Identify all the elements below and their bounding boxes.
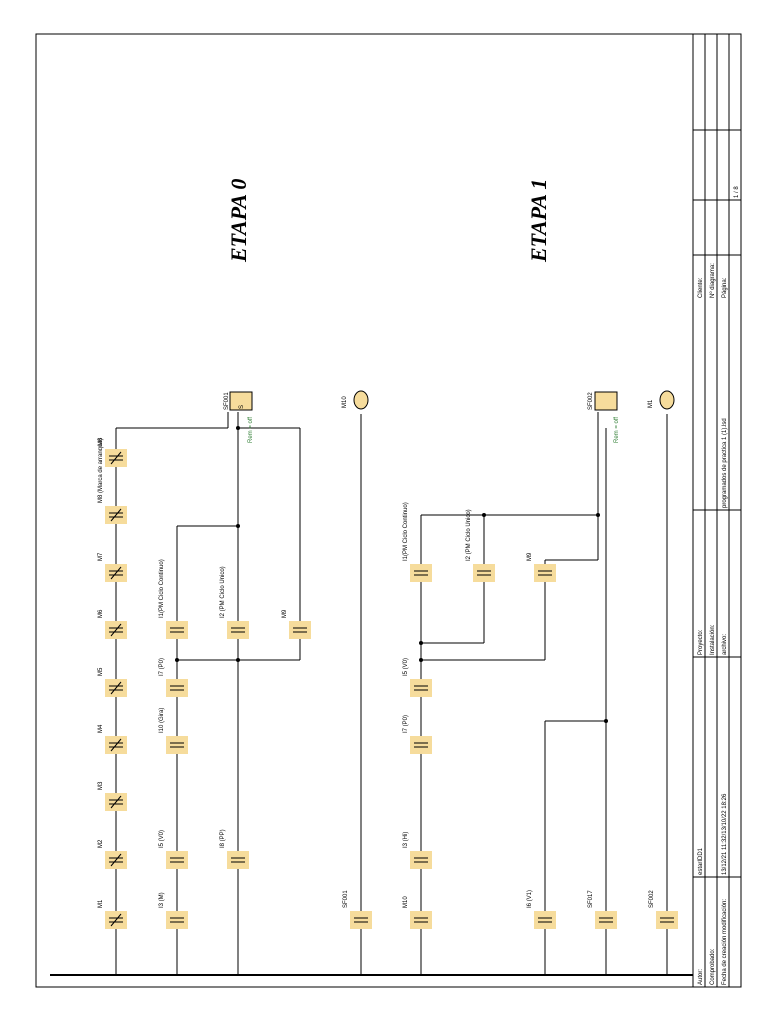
contact-rung1-par-3: M9 — [527, 552, 556, 582]
contact-rung1-main-4: I5 (V0) — [403, 658, 432, 697]
contact-marker-4-label: M4 — [98, 724, 104, 733]
coil-sf001-label: SF001 — [224, 392, 230, 410]
contact-rung1-main-1: M10 — [403, 896, 432, 929]
fecha-value: 13/12/21 11:32/13/10/22 18:26 — [722, 793, 728, 875]
contact-rung1-hold-1: I6 (V1) — [527, 890, 556, 929]
comprobado-label: Comprobado: — [710, 948, 716, 985]
contact-marker-6: M6 — [98, 609, 127, 639]
pagina-value: 1 / 8 — [734, 186, 740, 198]
contact-branch-a-5-label: I1(PM Ciclo Continuo) — [159, 559, 165, 618]
contact-branch-a-1-label: I3 (M) — [159, 892, 165, 908]
contact-marker-5: M5 — [98, 667, 127, 697]
sr-block-sf002 — [594, 391, 618, 411]
contact-rung1-main-2-label: I3 (Hi) — [403, 832, 409, 848]
contact-marker-9: M8 — [98, 437, 127, 467]
contact-marker-4: M4 — [98, 724, 127, 754]
contact-sf001-label: SF001 — [343, 890, 349, 908]
contact-branch-c-label: M9 — [282, 609, 288, 618]
contact-branch-a-3-label: I10 (Gira) — [159, 708, 165, 733]
contact-branch-a-1: I3 (M) — [159, 892, 188, 929]
contact-rung1-hold-2: SF017 — [588, 890, 617, 929]
contact-marker-3: M3 — [98, 781, 127, 811]
contact-sf002-label: SF002 — [649, 890, 655, 908]
coil-sf002-label: SF002 — [588, 392, 594, 410]
stage0-title: ETAPA 0 — [226, 179, 251, 263]
contact-branch-c: M9 — [282, 609, 311, 639]
contact-marker-3-label: M3 — [98, 781, 104, 790]
contact-branch-a-2-label: I5 (V0) — [159, 830, 165, 848]
sr-pin-label: S — [239, 405, 245, 409]
contact-branch-b-1-label: I8 (PP) — [220, 829, 226, 848]
rung-0: S SF001 Rem = off — [115, 391, 301, 975]
contact-marker-6-label: M6 — [98, 609, 104, 618]
proyecto-label: Proyecto: — [698, 629, 704, 655]
contacts-layer: M1 M2 M3 M4 M5 M6 M7 M8 (Marca de arranque)M8I3… — [98, 437, 678, 929]
contact-rung1-main-2: I3 (Hi) — [403, 832, 432, 869]
contact-rung1-par-2: I2 (PM Ciclo Unico) — [466, 509, 495, 582]
contact-branch-b-2-label: I2 (PM Ciclo Unico) — [220, 566, 226, 618]
contact-marker-2: M2 — [98, 839, 127, 869]
contact-rung1-hold-2-label: SF017 — [588, 890, 594, 908]
archivo-value: programados de practica 1 (1).lsd — [722, 418, 728, 508]
contact-branch-a-3: I10 (Gira) — [159, 708, 188, 754]
contact-sf002: SF002 — [649, 890, 678, 929]
contact-rung1-hold-1-label: I6 (V1) — [527, 890, 533, 908]
title-block: Autor: estarIDD1 Comprobado: Fecha de cr… — [692, 34, 741, 987]
coil-m10-label: M10 — [342, 396, 348, 408]
contact-branch-b-1: I8 (PP) — [220, 829, 249, 869]
coil-sf001-rem: Rem = off — [248, 417, 254, 443]
contact-marker-8-label: M8 (Marca de arranque) — [98, 438, 104, 503]
rung-m10: M10 — [342, 390, 369, 975]
pagina-label: Página: — [722, 277, 728, 298]
contact-rung1-main-3: I7 (P0) — [403, 715, 432, 754]
archivo-label: archivo: — [722, 634, 728, 655]
autor-value: estarIDD1 — [698, 847, 704, 875]
ndiagrama-label: Nº diagrama: — [709, 263, 716, 298]
contact-branch-a-4: I7 (P0) — [159, 658, 188, 697]
contact-marker-2-label: M2 — [98, 839, 104, 848]
contact-marker-7-label: M7 — [98, 552, 104, 561]
coil-m1-label: M1 — [648, 399, 654, 408]
contact-branch-a-2: I5 (V0) — [159, 830, 188, 869]
fecha-label: Fecha de creación modificación: — [722, 899, 728, 985]
contact-marker-1: M1 — [98, 899, 127, 929]
autor-label: Autor: — [698, 969, 704, 985]
contact-rung1-par-1-label: I1(PM Ciclo Continuo) — [403, 502, 409, 561]
rung-1: SF002 Rem = off — [419, 391, 620, 975]
contact-marker-9-label: M8 — [98, 437, 104, 446]
cliente-label: Cliente: — [698, 277, 704, 298]
sr-block-sf001 — [229, 391, 253, 411]
sheet-border — [35, 33, 742, 988]
contact-marker-8: M8 (Marca de arranque) — [98, 438, 127, 524]
coil-sf002-rem: Rem = off — [614, 417, 620, 443]
contact-branch-b-2: I2 (PM Ciclo Unico) — [220, 566, 249, 639]
contact-rung1-par-2-label: I2 (PM Ciclo Unico) — [466, 509, 472, 561]
contact-rung1-main-4-label: I5 (V0) — [403, 658, 409, 676]
coil-m10 — [353, 390, 369, 410]
contact-marker-7: M7 — [98, 552, 127, 582]
contact-marker-1-label: M1 — [98, 899, 104, 908]
contact-branch-a-5: I1(PM Ciclo Continuo) — [159, 559, 188, 639]
contact-rung1-main-3-label: I7 (P0) — [403, 715, 409, 733]
contact-rung1-main-1-label: M10 — [403, 896, 409, 908]
stage1-title: ETAPA 1 — [526, 179, 551, 263]
contact-sf001: SF001 — [343, 890, 372, 929]
contact-marker-5-label: M5 — [98, 667, 104, 676]
contact-rung1-par-1: I1(PM Ciclo Continuo) — [403, 502, 432, 582]
coil-m1 — [659, 390, 675, 410]
contact-branch-a-4-label: I7 (P0) — [159, 658, 165, 676]
rung-m1: M1 — [648, 390, 675, 975]
contact-rung1-par-3-label: M9 — [527, 552, 533, 561]
instalacion-label: Instalación: — [710, 624, 716, 655]
